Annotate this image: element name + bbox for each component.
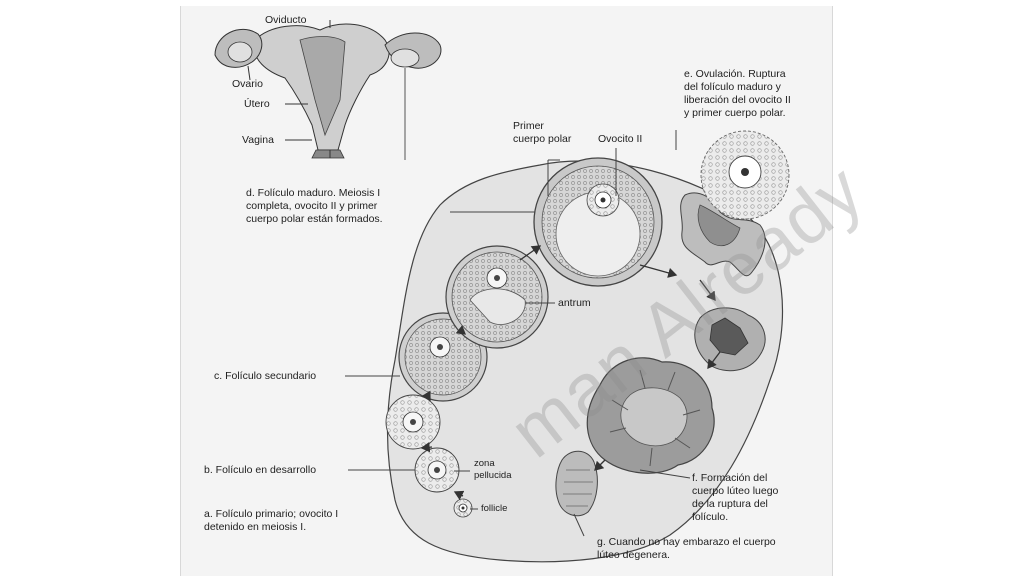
label-zona-pellucida: zona pellucida: [474, 458, 512, 481]
antral-follicle: [445, 245, 549, 349]
mature-follicle: [533, 157, 663, 287]
developing-follicle: [414, 447, 460, 493]
label-ovocito-ii: Ovocito II: [598, 133, 643, 145]
label-sin-embarazo: g. Cuando no hay embarazo el cuerpo lúte…: [597, 536, 776, 561]
label-ovario: Ovario: [232, 78, 263, 90]
label-follicle: follicle: [481, 503, 508, 514]
progression-arrows: [420, 245, 721, 501]
leader-lines: [345, 130, 691, 537]
label-foliculo-secundario: c. Folículo secundario: [214, 370, 317, 382]
label-foliculo-maduro: d. Folículo maduro. Meiosis I completa, …: [246, 187, 383, 225]
label-utero: Útero: [244, 98, 270, 110]
label-primer-cuerpo-polar: Primer cuerpo polar: [513, 120, 572, 145]
label-ovulacion: e. Ovulación. Ruptura del folículo madur…: [684, 68, 791, 119]
corpus-albicans: [555, 450, 598, 517]
label-antrum: antrum: [558, 297, 591, 309]
early-corpus-luteum: [694, 307, 766, 372]
label-vagina: Vagina: [242, 134, 274, 146]
label-foliculo-desarrollo: b. Folículo en desarrollo: [204, 464, 317, 476]
label-foliculo-primario: a. Folículo primario; ovocito I detenido…: [204, 508, 339, 533]
uterus-illustration: [214, 20, 442, 160]
corpus-luteum: [586, 357, 715, 474]
label-cuerpo-luteo: f. Formación del cuerpo lúteo luego de l…: [692, 472, 779, 523]
growing-follicle: [385, 394, 441, 450]
ovulation-rupture: [680, 130, 790, 277]
label-oviducto: Oviducto: [265, 14, 307, 26]
primary-follicle: [453, 498, 473, 518]
